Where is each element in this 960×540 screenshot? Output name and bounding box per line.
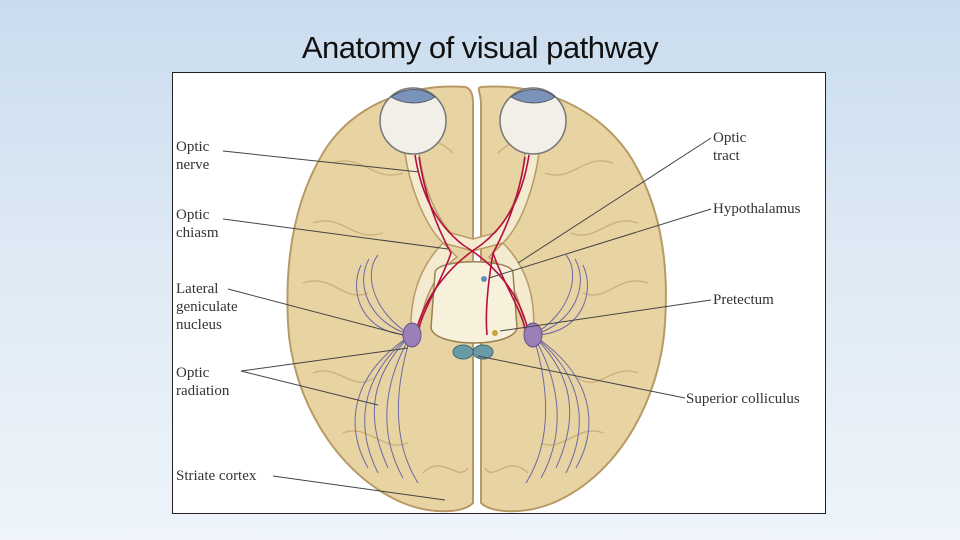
label-superior-colliculus: Superior colliculus [686,391,800,407]
label-striate-cortex: Striate cortex [176,468,257,484]
label-lateral-geniculate-nucleus: Lateral geniculate nucleus [176,281,241,333]
label-optic-chiasm: Optic chiasm [176,207,219,241]
retinal-axons [414,154,530,336]
left-eye [379,87,447,155]
label-optic-radiation: Optic radiation [176,365,230,399]
diagram-frame: Optic nerve Optic chiasm Lateral genicul… [172,72,826,514]
label-pretectum: Pretectum [713,292,774,308]
superior-colliculus-left [452,344,474,360]
optic-radiation-right [525,254,590,484]
lgn-left [402,322,422,348]
label-hypothalamus: Hypothalamus [713,201,801,217]
right-eye [499,87,567,155]
lgn-right [523,322,543,348]
superior-colliculus-right [472,344,494,360]
leader-lines [222,137,712,501]
label-optic-nerve: Optic nerve [176,139,213,173]
hypothalamus-dot [481,276,487,282]
label-optic-tract: Optic tract [713,130,750,164]
visual-pathway-diagram: Optic nerve Optic chiasm Lateral genicul… [176,85,801,513]
pretectum-dot [492,330,498,336]
slide-title: Anatomy of visual pathway [301,30,659,65]
